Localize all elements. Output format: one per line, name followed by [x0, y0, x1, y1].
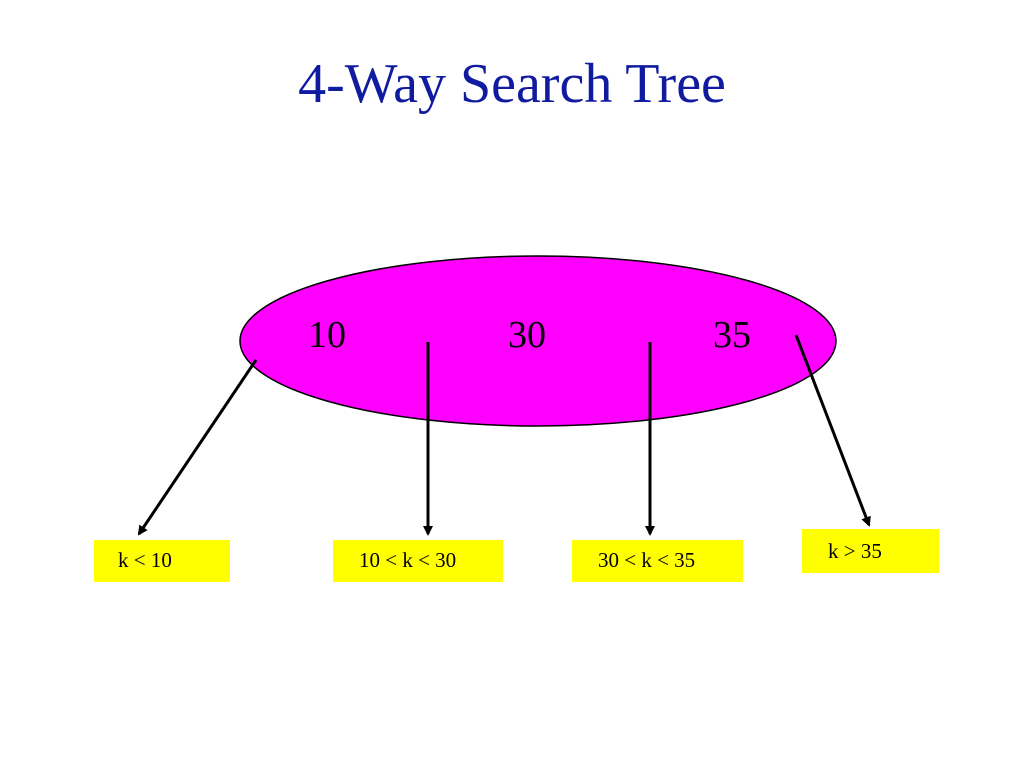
node-key-1: 10	[308, 314, 346, 356]
node-key-3: 35	[713, 314, 751, 356]
pointer-arrow-1	[137, 359, 258, 536]
range-box-3: 30 < k < 35	[572, 540, 743, 582]
range-box-2: 10 < k < 30	[333, 540, 503, 582]
slide-title: 4-Way Search Tree	[298, 53, 726, 115]
pointer-arrow-4	[794, 334, 871, 527]
tree-node	[239, 255, 837, 427]
range-box-4: k > 35	[802, 529, 939, 573]
range-box-1: k < 10	[94, 540, 230, 582]
node-key-2: 30	[508, 314, 546, 356]
